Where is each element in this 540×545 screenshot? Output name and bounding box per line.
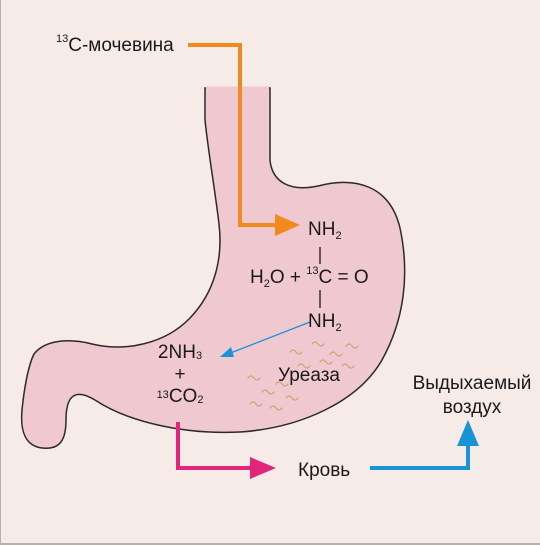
exhale-arrowhead-icon: [457, 420, 479, 446]
co2-label: 13CO2: [140, 386, 220, 408]
plus-label: +: [174, 364, 186, 385]
blood-arrow-line: [176, 422, 252, 470]
urea-isotope: 13: [56, 33, 69, 45]
urea-arrowhead-icon: [275, 214, 300, 236]
co2-main: CO: [168, 386, 198, 407]
urease-label: Уреаза: [278, 365, 340, 386]
reaction-arrow-line: [227, 321, 311, 355]
nh2-top-sub: 2: [335, 230, 342, 242]
exhale-arrow-line: [370, 444, 470, 470]
nh2-bottom-sub: 2: [335, 322, 342, 334]
blood-label: Кровь: [298, 460, 351, 481]
urea-label: 13С-мочевина: [56, 33, 174, 56]
carbon-isotope: 13: [306, 265, 319, 277]
co2-sub: 2: [197, 394, 204, 406]
water-h: H: [250, 267, 264, 288]
reaction-arrowhead-icon: [220, 347, 234, 357]
exhaled-line2: воздух: [442, 397, 502, 418]
water-carbon-label: H2O + 13C = O: [250, 265, 369, 290]
nh2-bottom-label: NH2: [308, 311, 342, 334]
products-label: 2NH3 + 13CO2: [140, 342, 220, 408]
water-rest: O +: [269, 267, 307, 288]
bacteria-icon: [247, 341, 359, 411]
ammonia-main: 2NH: [157, 342, 196, 363]
urea-arrow-line: [188, 43, 278, 227]
blood-arrowhead-icon: [250, 457, 276, 479]
nh2-top-main: NH: [308, 219, 336, 240]
stomach-icon: [20, 87, 406, 449]
ammonia-label: 2NH3: [140, 342, 220, 364]
nh2-bottom-main: NH: [308, 311, 336, 332]
exhaled-line1: Выдыхаемый: [412, 373, 532, 394]
nh2-top-label: NH2: [308, 219, 342, 242]
carbon-text: C = O: [318, 267, 369, 288]
urea-text: С-мочевина: [68, 35, 174, 56]
water-sub: 2: [263, 278, 270, 290]
ammonia-sub: 3: [195, 350, 203, 362]
exhaled-air-label: Выдыхаемый воздух: [402, 372, 540, 420]
co2-isotope: 13: [156, 389, 169, 401]
